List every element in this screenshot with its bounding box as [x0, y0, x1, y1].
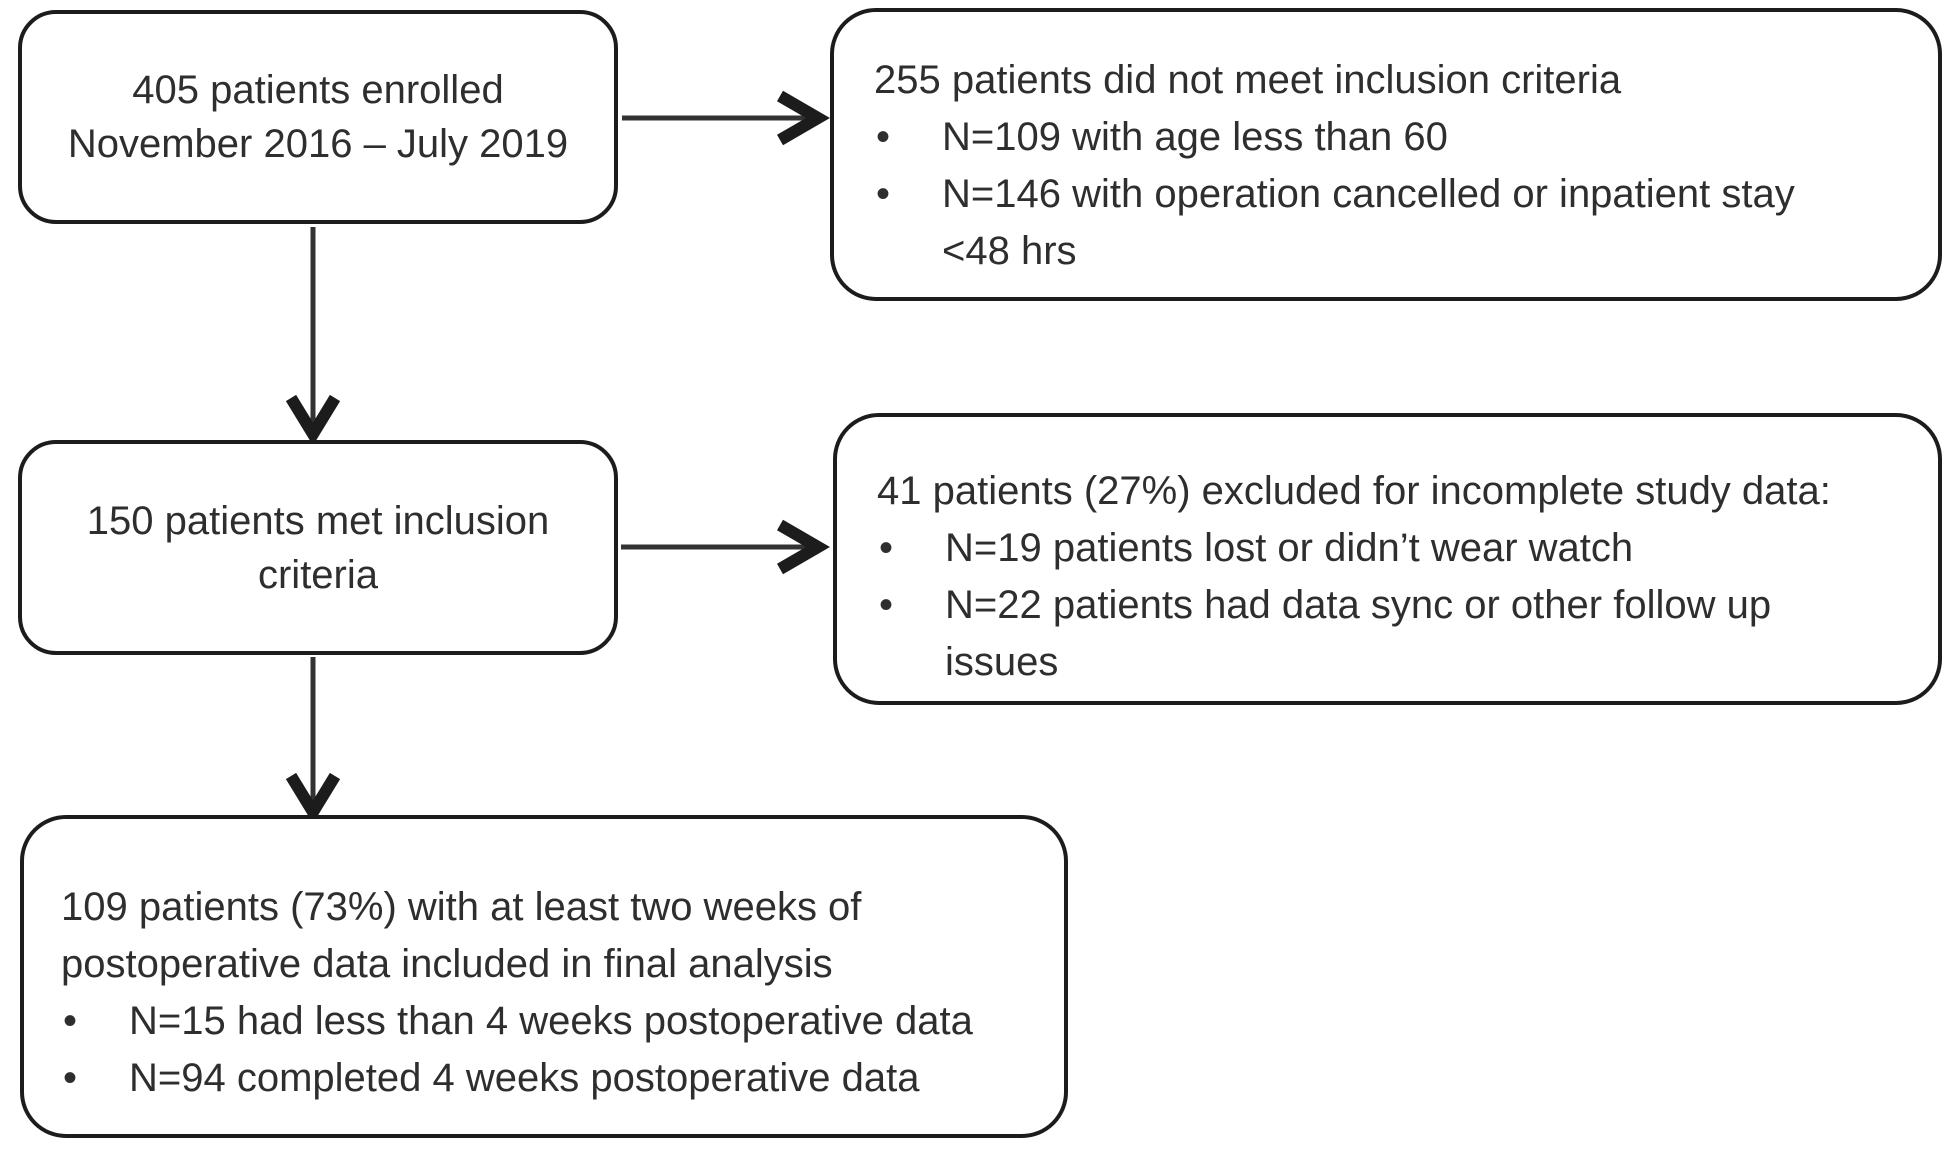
box-patients-enrolled-text: 405 patients enrolled November 2016 – Ju… [68, 63, 568, 171]
enrolled-line-2: November 2016 – July 2019 [67, 122, 569, 166]
excluded-bullet-2: • N=22 patients had data sync or other f… [877, 577, 1904, 691]
excluded-bullet-2-text: N=22 patients had data sync or other fol… [945, 577, 1904, 691]
arrow-met-to-final [285, 657, 341, 824]
arrowhead-down-icon [285, 394, 341, 446]
final-bullet-1: • N=15 had less than 4 weeks postoperati… [61, 993, 1034, 1050]
box-met-criteria-text: 150 patients met inclusion criteria [87, 494, 550, 602]
bullet-icon: • [63, 1056, 78, 1100]
bullet-icon: • [876, 172, 891, 216]
not-met-title: 255 patients did not meet inclusion crit… [874, 58, 1622, 102]
arrow-enrolled-to-not-met [622, 90, 830, 146]
box-not-met-criteria: 255 patients did not meet inclusion crit… [830, 8, 1942, 301]
final-bullet-2-text: N=94 completed 4 weeks postoperative dat… [129, 1056, 920, 1100]
arrowhead-down-icon [285, 772, 341, 824]
bullet-icon: • [879, 526, 894, 570]
excluded-bullet-2-line-2: issues [945, 640, 1059, 684]
not-met-bullet-2: • N=146 with operation cancelled or inpa… [874, 166, 1904, 280]
not-met-bullet-2-text: N=146 with operation cancelled or inpati… [942, 166, 1904, 280]
met-line-2: criteria [257, 552, 379, 597]
enrolled-line-1: 405 patients enrolled [132, 68, 504, 112]
excluded-bullet-1: • N=19 patients lost or didn’t wear watc… [877, 520, 1904, 577]
box-final-analysis: 109 patients (73%) with at least two wee… [20, 815, 1068, 1138]
final-title-line-2: postoperative data included in final ana… [61, 942, 833, 986]
arrowhead-right-icon [776, 519, 830, 575]
not-met-bullet-1: • N=109 with age less than 60 [874, 109, 1904, 166]
bullet-icon: • [876, 115, 891, 159]
final-title-line-1: 109 patients (73%) with at least two wee… [61, 885, 862, 929]
excluded-bullet-1-text: N=19 patients lost or didn’t wear watch [945, 526, 1634, 570]
bullet-icon: • [879, 583, 894, 627]
box-patients-enrolled: 405 patients enrolled November 2016 – Ju… [18, 10, 618, 224]
box-met-criteria: 150 patients met inclusion criteria [18, 440, 618, 655]
arrowhead-right-icon [776, 90, 830, 146]
excluded-title: 41 patients (27%) excluded for incomplet… [877, 469, 1831, 513]
final-bullet-2: • N=94 completed 4 weeks postoperative d… [61, 1050, 1034, 1107]
not-met-bullet-2-line-1: N=146 with operation cancelled or inpati… [942, 172, 1795, 216]
excluded-bullet-2-line-1: N=22 patients had data sync or other fol… [945, 583, 1772, 627]
arrow-met-to-excluded [621, 519, 830, 575]
arrow-enrolled-to-met [285, 227, 341, 446]
box-excluded-incomplete-data: 41 patients (27%) excluded for incomplet… [833, 413, 1942, 705]
final-bullet-1-text: N=15 had less than 4 weeks postoperative… [129, 999, 973, 1043]
bullet-icon: • [63, 999, 78, 1043]
not-met-bullet-2-line-2: <48 hrs [942, 229, 1077, 273]
not-met-bullet-1-text: N=109 with age less than 60 [942, 115, 1448, 159]
met-line-1: 150 patients met inclusion [86, 498, 550, 543]
